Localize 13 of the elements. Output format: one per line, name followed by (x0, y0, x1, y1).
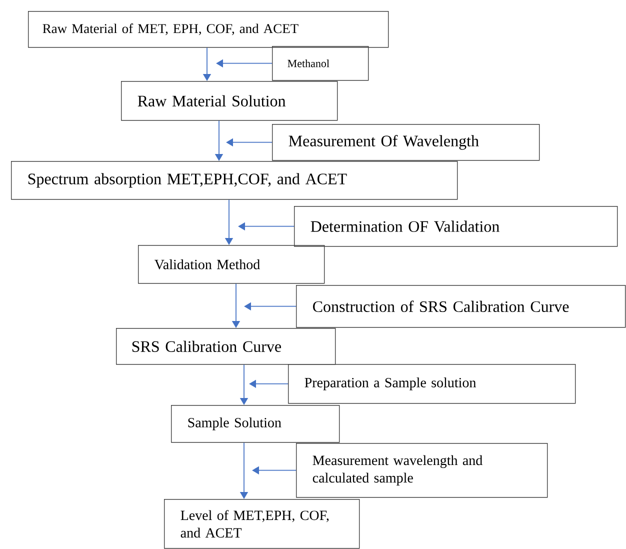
process-box: Construction of SRS Calibration Curve (296, 285, 626, 328)
process-box: Methanol (272, 46, 369, 81)
process-box: Raw Material of MET, EPH, COF, and ACET (28, 11, 389, 48)
process-box: Raw Material Solution (121, 81, 338, 121)
process-box: Level of MET,EPH, COF, and ACET (164, 499, 360, 549)
process-box: SRS Calibration Curve (116, 328, 336, 365)
process-box: Determination OF Validation (294, 206, 618, 247)
process-box: Measurement wavelength and calculated sample (296, 443, 548, 498)
process-box: Sample Solution (171, 405, 340, 443)
process-box: Validation Method (138, 245, 325, 284)
process-box: Preparation a Sample solution (288, 364, 576, 404)
process-box: Spectrum absorption MET,EPH,COF, and ACET (11, 161, 458, 200)
process-box: Measurement Of Wavelength (272, 124, 540, 161)
